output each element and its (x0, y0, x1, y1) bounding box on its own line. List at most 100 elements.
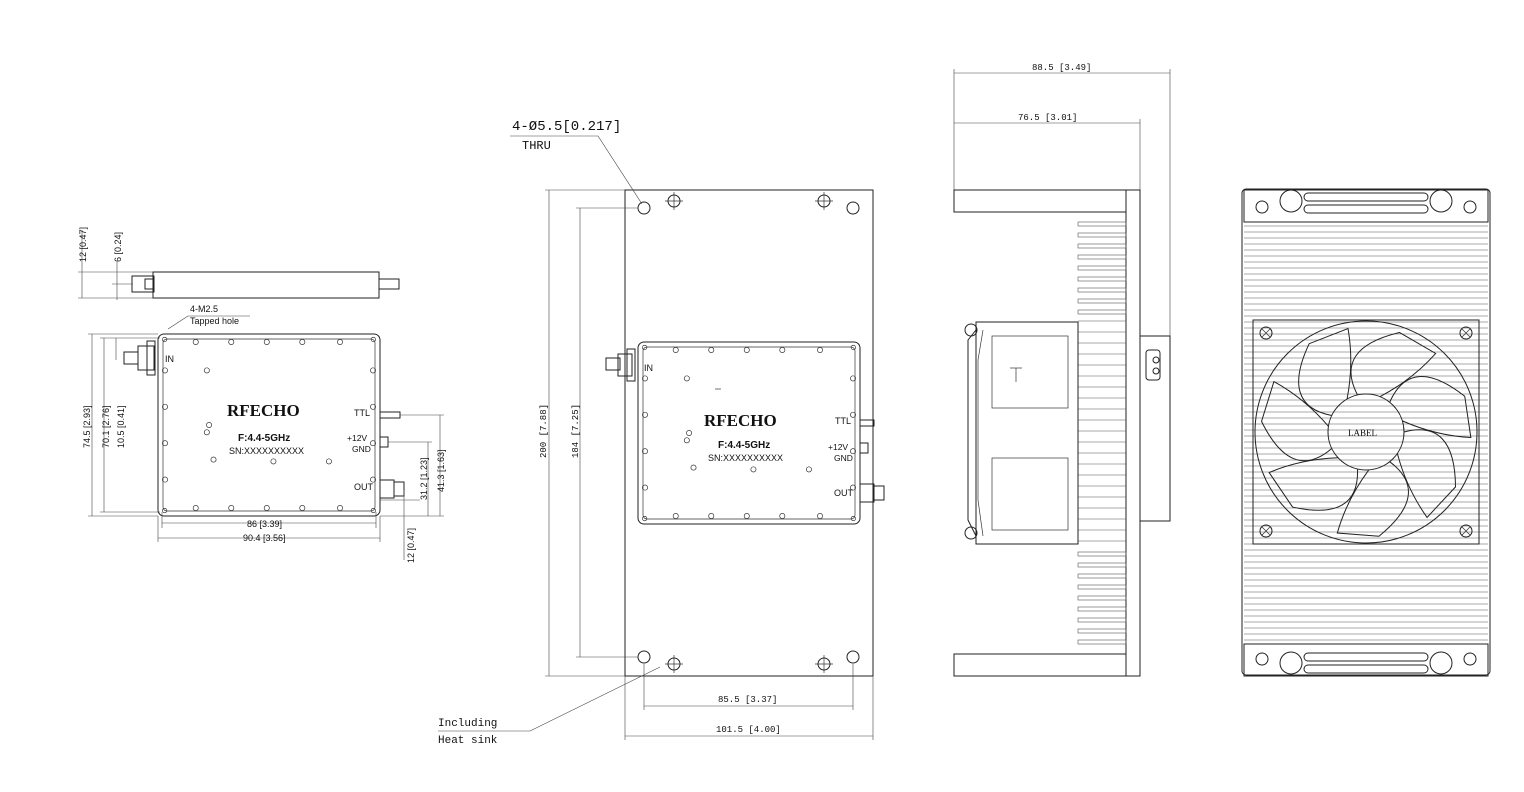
fin (1077, 309, 1127, 315)
screw-hole (779, 513, 786, 519)
screw-hole (206, 422, 213, 428)
fin (1077, 232, 1127, 238)
view2-hole-note: 4-Ø5.5[0.217] (512, 119, 621, 135)
view3-side: 88.5 [3.49] 76.5 [3.01] (953, 63, 1171, 677)
screw-hole (192, 505, 199, 511)
view4-fan-label: LABEL (1348, 428, 1377, 438)
fan-blade (1350, 331, 1437, 398)
view1-note-holes: 4-M2.5 (190, 304, 218, 314)
view1-dim-12-top: 12 [0.47] (78, 227, 88, 262)
screw-hole (672, 513, 679, 519)
screw-hole (642, 375, 648, 382)
view1-label-out: OUT (354, 482, 374, 492)
view2-label-ttl: TTL (835, 416, 851, 426)
view2-label-out: OUT (834, 488, 854, 498)
view1-front-body (157, 333, 381, 517)
view2-brand: RFECHO (704, 411, 777, 430)
screw-hole (708, 513, 715, 519)
view1-label-ttl: TTL (354, 408, 370, 418)
view2-mount-crosses (665, 192, 833, 673)
view2-label-gnd: GND (834, 453, 853, 463)
fan-blade (1268, 457, 1359, 511)
view4-fan-blades (1261, 327, 1472, 537)
view1-side-body (152, 271, 380, 299)
corner-hole (370, 336, 376, 343)
view2-dim-85-5: 85.5 [3.37] (718, 695, 777, 705)
screw-hole (228, 339, 235, 345)
fin (1077, 298, 1127, 304)
view1-dim-74-5: 74.5 [2.93] (82, 405, 92, 448)
fin (1077, 265, 1127, 271)
view3-base-plate (1125, 189, 1141, 677)
fin (1077, 606, 1127, 612)
view1-ttl-pin (379, 411, 401, 419)
screw-hole (210, 456, 217, 463)
view2-ttl-pin (859, 419, 875, 427)
fan-screw (1459, 524, 1473, 538)
view3-dim-88-5: 88.5 [3.49] (1032, 63, 1091, 73)
screw-hole (162, 367, 168, 374)
view1-serial: SN:XXXXXXXXXX (229, 446, 304, 456)
view2-serial: SN:XXXXXXXXXX (708, 453, 783, 463)
view2-in-connector (605, 357, 621, 371)
screw-hole (370, 403, 376, 410)
screw-hole (337, 505, 343, 511)
view1-dim-6: 6 [0.24] (113, 232, 123, 262)
fan-blade (1396, 429, 1457, 519)
fan-blade (1261, 380, 1333, 462)
screw-hole (192, 339, 199, 345)
corner-hole (370, 507, 376, 514)
fin (1077, 617, 1127, 623)
view3-fan (975, 321, 1079, 545)
corner-hole (162, 507, 168, 514)
view1-label-12v: +12V (347, 433, 367, 443)
view1-in-connector (123, 351, 139, 365)
screw-hole (683, 375, 690, 382)
screw-hole (850, 411, 856, 418)
view3-top-tab (953, 189, 1127, 213)
screw-hole (672, 347, 679, 353)
screw-hole (370, 367, 376, 374)
view1-power-pins (379, 436, 389, 448)
screw-hole (850, 448, 856, 455)
screw-hole (805, 466, 812, 473)
fin (1077, 276, 1127, 282)
view2-screw-holes (642, 344, 856, 522)
view4-fan-screws (1259, 326, 1473, 538)
view2-dim-184: 184 [7.25] (571, 404, 581, 458)
corner-hole (850, 344, 856, 351)
view1-dim-86: 86 [3.39] (247, 519, 282, 529)
view1-dim-31-2: 31.2 [1.23] (419, 457, 429, 500)
fin (1077, 595, 1127, 601)
screw-hole (642, 411, 648, 418)
fin (1077, 639, 1127, 645)
view1-dim-10-5: 10.5 [0.41] (116, 405, 126, 448)
view1-dim-90-4: 90.4 [3.56] (243, 533, 286, 543)
screw-hole (642, 484, 648, 491)
fan-blade (1298, 327, 1352, 417)
screw-hole (162, 476, 168, 483)
view2-label-12v: +12V (828, 442, 848, 452)
view2-freq: F:4.4-5GHz (718, 440, 770, 451)
view4-fan-hub (1327, 393, 1405, 471)
view2-note-including: Including (438, 718, 497, 730)
view1-dim-41-3: 41.3 [1.63] (436, 449, 446, 492)
view1-side-connector-right (378, 278, 400, 290)
fin (1077, 243, 1127, 249)
view3-module (1139, 335, 1171, 522)
view2-label-in: IN (644, 363, 653, 373)
screw-hole (850, 375, 856, 382)
fan-screw (1259, 524, 1273, 538)
view3-connector (1145, 349, 1161, 381)
screw-hole (708, 347, 715, 353)
screw-hole (743, 513, 750, 519)
view3-fins (1077, 221, 1127, 645)
view1-out-connector (379, 479, 395, 499)
view3-dim-76-5: 76.5 [3.01] (1018, 113, 1077, 123)
corner-hole (162, 336, 168, 343)
fin (1077, 287, 1127, 293)
screw-hole (642, 448, 648, 455)
screw-hole (850, 484, 856, 491)
screw-hole (370, 476, 376, 483)
